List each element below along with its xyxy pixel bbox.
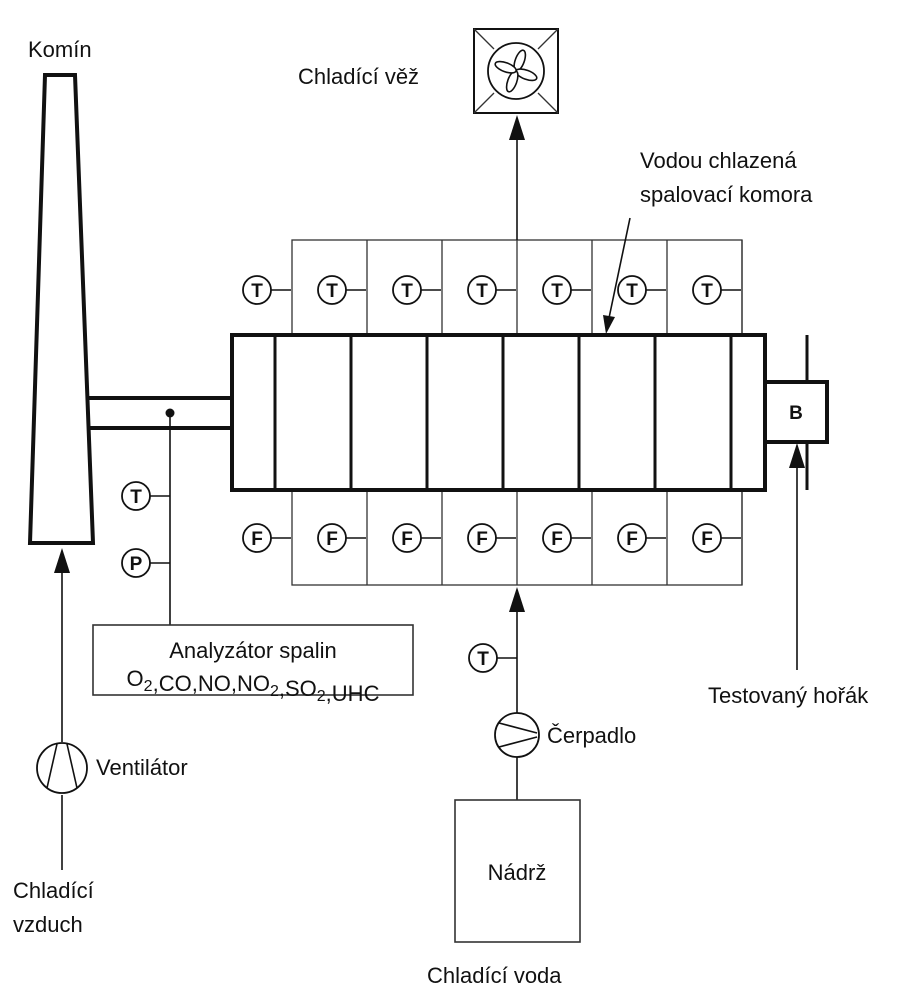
water-tank (454, 799, 581, 943)
jacket-flow-sensor-symbol: F (626, 529, 638, 550)
cooling-air-label-line2: vzduch (13, 912, 83, 937)
gas-analyzer-gases: O2,CO,NO,NO2,SO2,UHC (127, 666, 380, 706)
jacket-temperature-sensor: T (242, 275, 291, 305)
water-supply-arrow (509, 587, 525, 612)
jacket-flow-sensor-symbol: F (476, 529, 488, 550)
chamber-label-line1: Vodou chlazená (640, 148, 797, 173)
gas-analyzer-title: Analyzátor spalin (169, 638, 337, 663)
jacket-flow-sensor: F (617, 523, 666, 553)
jacket-temperature-sensor: T (467, 275, 516, 305)
pump-label: Čerpadlo (547, 723, 636, 748)
chamber-pointer (608, 217, 631, 319)
burner-label: Testovaný hořák (708, 683, 869, 708)
jacket-temperature-sensor: T (692, 275, 741, 305)
flue-temperature-symbol: T (130, 487, 142, 508)
water-temperature-symbol: T (477, 649, 489, 670)
jacket-dividers (366, 240, 743, 585)
pump-icon (494, 712, 540, 758)
gas-uhc: UHC (332, 681, 380, 706)
chimney (27, 73, 96, 545)
water-temperature-sensor (468, 643, 498, 673)
chamber-section-dividers (273, 335, 809, 490)
jacket-flow-sensor: F (692, 523, 741, 553)
burner-box-label: B (789, 403, 803, 424)
cooling-air-label-line1: Chladící (13, 878, 94, 903)
jacket-flow-sensor-symbol: F (401, 529, 413, 550)
gas-co: CO (159, 671, 192, 696)
gas-analyzer-box (92, 624, 414, 696)
jacket-temperature-sensor-symbol: T (701, 281, 713, 302)
jacket-flow-sensor: F (542, 523, 591, 553)
jacket-temperature-sensor: T (392, 275, 441, 305)
jacket-flow-sensor-symbol: F (701, 529, 713, 550)
gas-no2: NO2 (237, 671, 279, 700)
jacket-flow-sensor: F (317, 523, 366, 553)
jacket-flow-sensor-symbol: F (326, 529, 338, 550)
cooling-water-label: Chladící voda (427, 963, 562, 988)
flue-pressure-sensor (121, 548, 151, 578)
jacket-temperature-sensor-symbol: T (401, 281, 413, 302)
gas-no: NO (198, 671, 231, 696)
jacket-temperature-sensor: T (317, 275, 366, 305)
jacket-temperature-sensor: T (542, 275, 591, 305)
water-tank-label: Nádrž (488, 860, 547, 885)
fan-icon (36, 742, 88, 794)
fan-label: Ventilátor (96, 755, 188, 780)
flue-pressure-symbol: P (130, 554, 143, 575)
chimney-label: Komín (28, 37, 92, 62)
chamber-pointer-arrowhead (603, 315, 615, 334)
cooling-tower-icon (473, 28, 559, 114)
flue-temperature-sensor (121, 481, 151, 511)
burner-feed-arrow (789, 443, 805, 468)
jacket-flow-sensor: F (392, 523, 441, 553)
cooling-air-arrow (54, 548, 70, 573)
jacket-temperature-sensor-symbol: T (251, 281, 263, 302)
jacket-flow-sensor: F (467, 523, 516, 553)
combustion-chamber (230, 333, 767, 492)
jacket-flow-sensor-symbol: F (551, 529, 563, 550)
jacket-temperature-sensor-symbol: T (626, 281, 638, 302)
gas-o2: O2 (127, 666, 153, 695)
tower-return-arrow (509, 115, 525, 140)
jacket-temperature-sensor: T (617, 275, 666, 305)
gas-so2: SO2 (285, 676, 326, 705)
chamber-label-line2: spalovací komora (640, 182, 813, 207)
jacket-flow-sensor: F (242, 523, 291, 553)
jacket-temperature-sensor-symbol: T (326, 281, 338, 302)
cooling-tower-label: Chladící věž (298, 64, 419, 89)
jacket-temperature-sensor-symbol: T (476, 281, 488, 302)
burner-box (763, 380, 829, 444)
jacket-temperature-sensor-symbol: T (551, 281, 563, 302)
jacket-flow-sensor-symbol: F (251, 529, 263, 550)
